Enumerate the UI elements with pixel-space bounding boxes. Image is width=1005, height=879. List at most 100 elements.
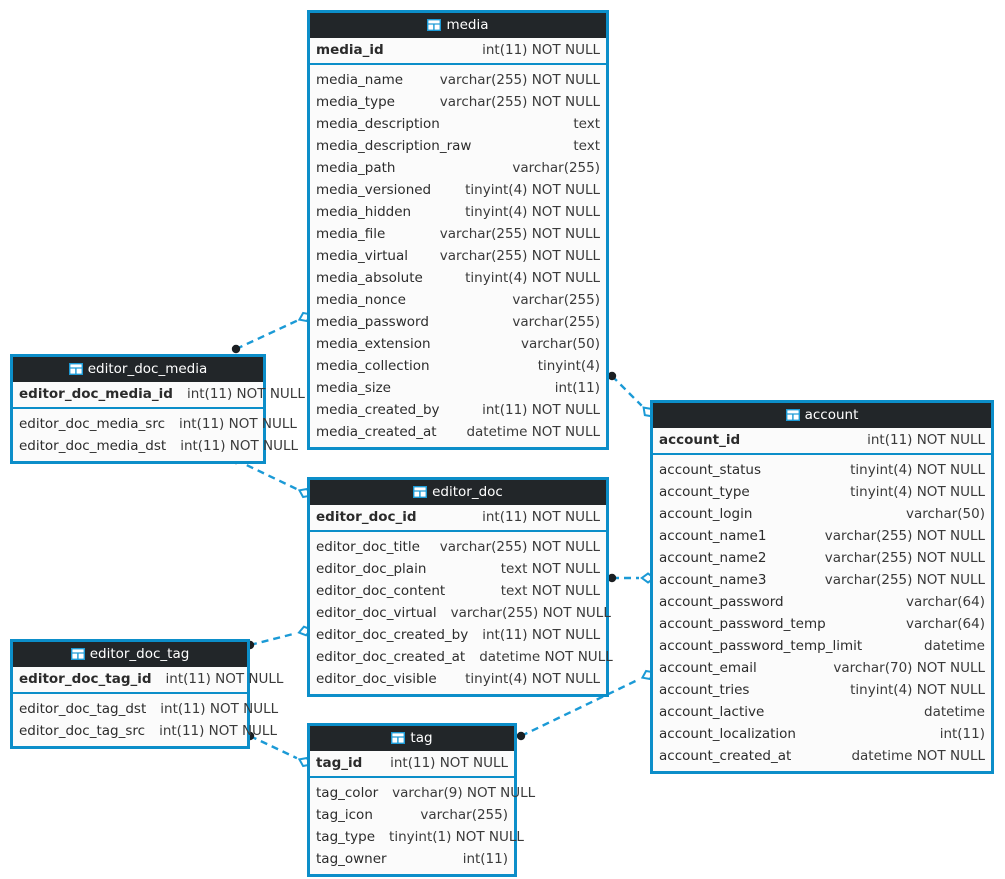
column-type: tinyint(4) NOT NULL <box>465 671 600 687</box>
relationship-endpoint-dot <box>516 731 526 741</box>
relationship-editor_doc_media-to-media[interactable] <box>231 311 313 354</box>
column-name: media_file <box>316 226 386 242</box>
entity-header-editor_doc[interactable]: editor_doc <box>310 480 606 505</box>
column-name: editor_doc_tag_id <box>19 671 152 687</box>
relationship-editor_doc_tag-to-editor_doc[interactable] <box>245 625 313 650</box>
column-type: int(11) NOT NULL <box>482 42 600 58</box>
relationship-editor_doc-to-account[interactable] <box>607 572 656 584</box>
entity-header-account[interactable]: account <box>653 403 991 428</box>
column-type: int(11) NOT NULL <box>179 416 297 432</box>
entity-header-editor_doc_tag[interactable]: editor_doc_tag <box>13 642 247 667</box>
column-type: int(11) <box>554 380 600 396</box>
column-type: varchar(255) NOT NULL <box>439 94 600 110</box>
column-type: int(11) NOT NULL <box>180 438 299 454</box>
column-row[interactable]: media_created_at datetime NOT NULL <box>310 421 606 443</box>
column-name: account_name3 <box>659 572 767 588</box>
column-type: tinyint(4) <box>537 358 600 374</box>
column-name: media_virtual <box>316 248 408 264</box>
relationship-line <box>235 319 298 351</box>
table-icon <box>391 732 406 744</box>
relationship-line <box>611 375 643 407</box>
column-name: tag_color <box>316 785 379 801</box>
column-name: media_created_at <box>316 424 437 440</box>
relationship-media-to-account[interactable] <box>607 371 654 418</box>
column-name: editor_doc_created_at <box>316 649 466 665</box>
column-name: account_email <box>659 660 757 676</box>
column-type: varchar(64) <box>905 616 985 632</box>
column-name: account_password <box>659 594 784 610</box>
column-name: media_nonce <box>316 292 406 308</box>
column-type: int(11) <box>939 726 985 742</box>
entity-header-tag[interactable]: tag <box>310 726 514 751</box>
column-type: datetime <box>924 704 985 720</box>
entity-header-editor_doc_media[interactable]: editor_doc_media <box>13 357 263 382</box>
column-name: media_password <box>316 314 429 330</box>
entity-header-media[interactable]: media <box>310 13 606 38</box>
column-name: media_description_raw <box>316 138 472 154</box>
column-type: datetime NOT NULL <box>466 424 600 440</box>
column-name: account_id <box>659 432 741 448</box>
entity-title: media <box>446 17 489 33</box>
